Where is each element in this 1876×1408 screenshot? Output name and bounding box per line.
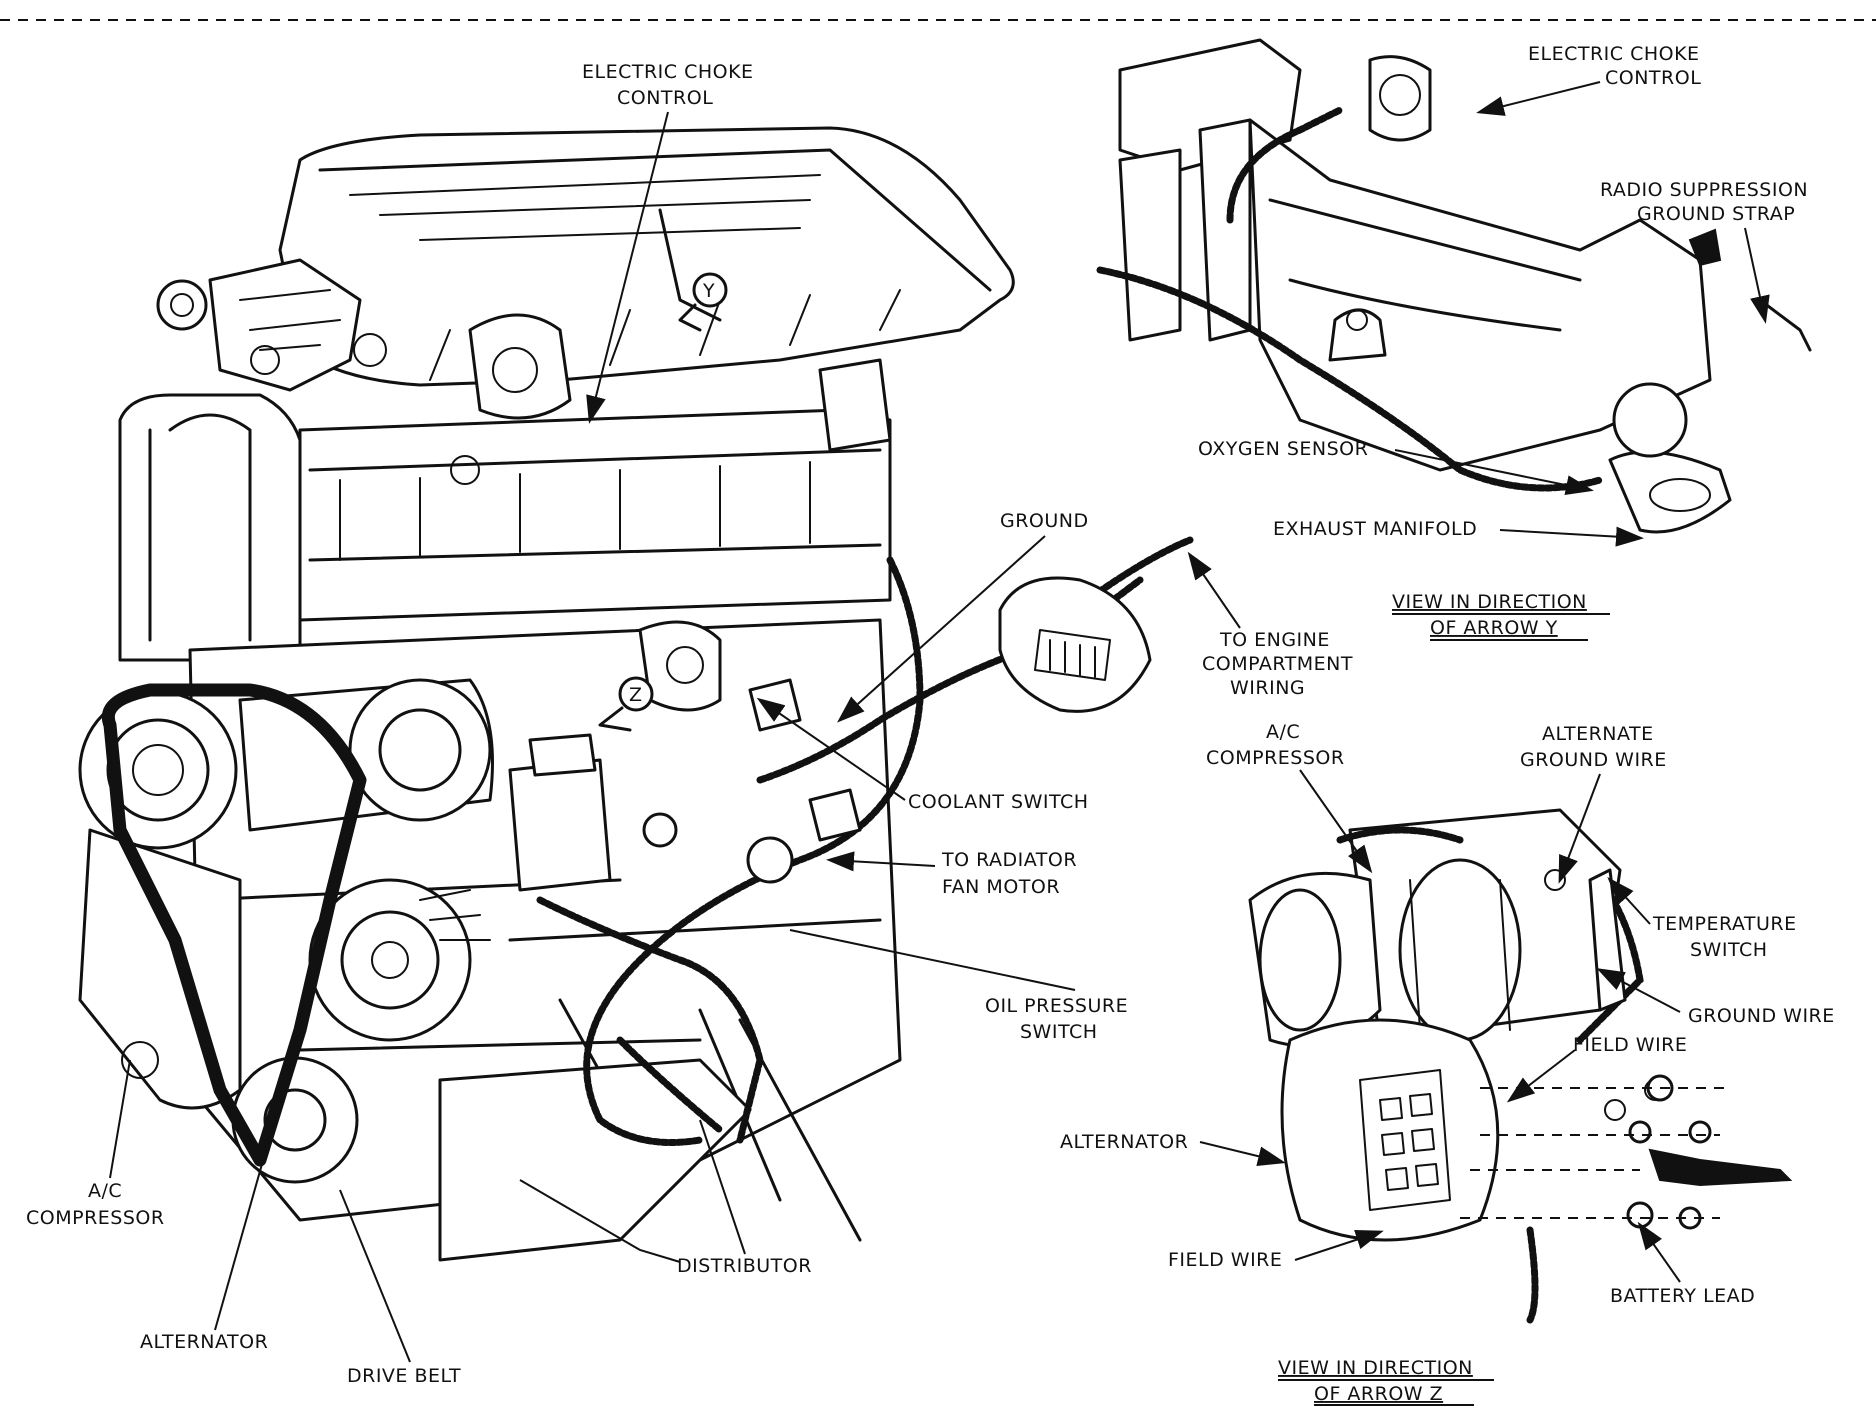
- electric-choke-control-line-1: ELECTRIC CHOKE: [582, 61, 754, 83]
- distributor-text: DISTRIBUTOR: [677, 1255, 812, 1277]
- to-engine-compartment-wiring-line-1: TO ENGINE: [1219, 629, 1330, 651]
- view-y-caption-line-1: VIEW IN DIRECTION: [1392, 591, 1587, 613]
- view-z-caption-line-2: OF ARROW Z: [1314, 1383, 1443, 1405]
- to-radiator-fan-motor-label: TO RADIATOR FAN MOTOR: [826, 849, 1077, 898]
- alternator-main-label: ALTERNATOR: [140, 1029, 301, 1353]
- ground-label: GROUND: [837, 510, 1089, 723]
- view-y-electric-choke-control-line-2: CONTROL: [1605, 67, 1701, 89]
- oxygen-sensor-label: OXYGEN SENSOR: [1198, 438, 1594, 495]
- battery-lead-label: BATTERY LEAD: [1610, 1221, 1755, 1307]
- alternate-ground-wire-line-1: ALTERNATE: [1542, 723, 1654, 745]
- to-engine-compartment-wiring-line-3: WIRING: [1230, 677, 1305, 699]
- view-y-caption: VIEW IN DIRECTION OF ARROW Y: [1392, 591, 1610, 641]
- view-z-ground-wire-label: GROUND WIRE: [1596, 968, 1835, 1027]
- ground-text: GROUND: [1000, 510, 1089, 532]
- oxygen-sensor-text: OXYGEN SENSOR: [1198, 438, 1368, 460]
- arrow-y-marker: Y: [702, 280, 715, 302]
- alternator-main-text: ALTERNATOR: [140, 1331, 268, 1353]
- view-z-alternator-text: ALTERNATOR: [1060, 1131, 1188, 1153]
- oil-pressure-switch-line-1: OIL PRESSURE: [985, 995, 1128, 1017]
- to-radiator-fan-motor-line-1: TO RADIATOR: [941, 849, 1077, 871]
- view-z-alternator-label: ALTERNATOR: [1060, 1131, 1286, 1167]
- view-z-caption: VIEW IN DIRECTION OF ARROW Z: [1278, 1357, 1494, 1406]
- view-z-ac-compressor-label: A/C COMPRESSOR: [1206, 721, 1373, 874]
- electric-choke-control-label: ELECTRIC CHOKE CONTROL: [582, 61, 754, 424]
- temperature-switch-label: TEMPERATURE SWITCH: [1607, 877, 1797, 961]
- view-z-field-wire-bottom-text: FIELD WIRE: [1168, 1249, 1282, 1271]
- oil-pressure-switch-label: OIL PRESSURE SWITCH: [789, 929, 1128, 1043]
- alternate-ground-wire-line-2: GROUND WIRE: [1520, 749, 1667, 771]
- exhaust-manifold-text: EXHAUST MANIFOLD: [1273, 518, 1477, 540]
- view-z-ac-compressor-line-1: A/C: [1266, 721, 1300, 743]
- view-y-illustration: [1096, 38, 1812, 534]
- battery-lead-text: BATTERY LEAD: [1610, 1285, 1755, 1307]
- view-y-electric-choke-control-line-1: ELECTRIC CHOKE: [1528, 43, 1700, 65]
- view-z-caption-line-1: VIEW IN DIRECTION: [1278, 1357, 1473, 1379]
- temperature-switch-line-1: TEMPERATURE: [1652, 913, 1797, 935]
- drive-belt-label: DRIVE BELT: [339, 1189, 461, 1387]
- oil-pressure-switch-line-2: SWITCH: [1020, 1021, 1098, 1043]
- view-z-ac-compressor-line-2: COMPRESSOR: [1206, 747, 1345, 769]
- view-z-ground-wire-text: GROUND WIRE: [1688, 1005, 1835, 1027]
- ac-compressor-main-line-2: COMPRESSOR: [26, 1207, 165, 1229]
- radio-suppression-ground-strap-line-2: GROUND STRAP: [1637, 203, 1795, 225]
- view-z-illustration: [1248, 808, 1793, 1324]
- alternate-ground-wire-label: ALTERNATE GROUND WIRE: [1520, 723, 1667, 884]
- temperature-switch-line-2: SWITCH: [1690, 939, 1768, 961]
- drive-belt-text: DRIVE BELT: [347, 1365, 461, 1387]
- ac-compressor-main-line-1: A/C: [88, 1180, 122, 1202]
- arrow-z-marker: Z: [629, 684, 643, 706]
- view-z-field-wire-top-label: FIELD WIRE: [1506, 1034, 1687, 1103]
- view-z-field-wire-bottom-label: FIELD WIRE: [1168, 1230, 1384, 1271]
- main-engine-illustration: Y Z: [78, 126, 1194, 1262]
- electric-choke-control-line-2: CONTROL: [617, 87, 713, 109]
- exhaust-manifold-label: EXHAUST MANIFOLD: [1273, 518, 1644, 547]
- to-engine-compartment-wiring-line-2: COMPARTMENT: [1202, 653, 1353, 675]
- to-engine-compartment-wiring-label: TO ENGINE COMPARTMENT WIRING: [1187, 551, 1353, 699]
- coolant-switch-text: COOLANT SWITCH: [908, 791, 1089, 813]
- distributor-label: DISTRIBUTOR: [519, 1119, 812, 1277]
- coolant-switch-label: COOLANT SWITCH: [756, 697, 1089, 813]
- radio-suppression-ground-strap-line-1: RADIO SUPPRESSION: [1600, 179, 1808, 201]
- ac-compressor-main-label: A/C COMPRESSOR: [26, 1059, 165, 1229]
- radio-suppression-ground-strap-label: RADIO SUPPRESSION GROUND STRAP: [1600, 179, 1808, 324]
- view-z-field-wire-top-text: FIELD WIRE: [1573, 1034, 1687, 1056]
- to-radiator-fan-motor-line-2: FAN MOTOR: [942, 876, 1060, 898]
- view-y-electric-choke-control-label: ELECTRIC CHOKE CONTROL: [1476, 43, 1701, 116]
- view-y-caption-line-2: OF ARROW Y: [1430, 617, 1558, 639]
